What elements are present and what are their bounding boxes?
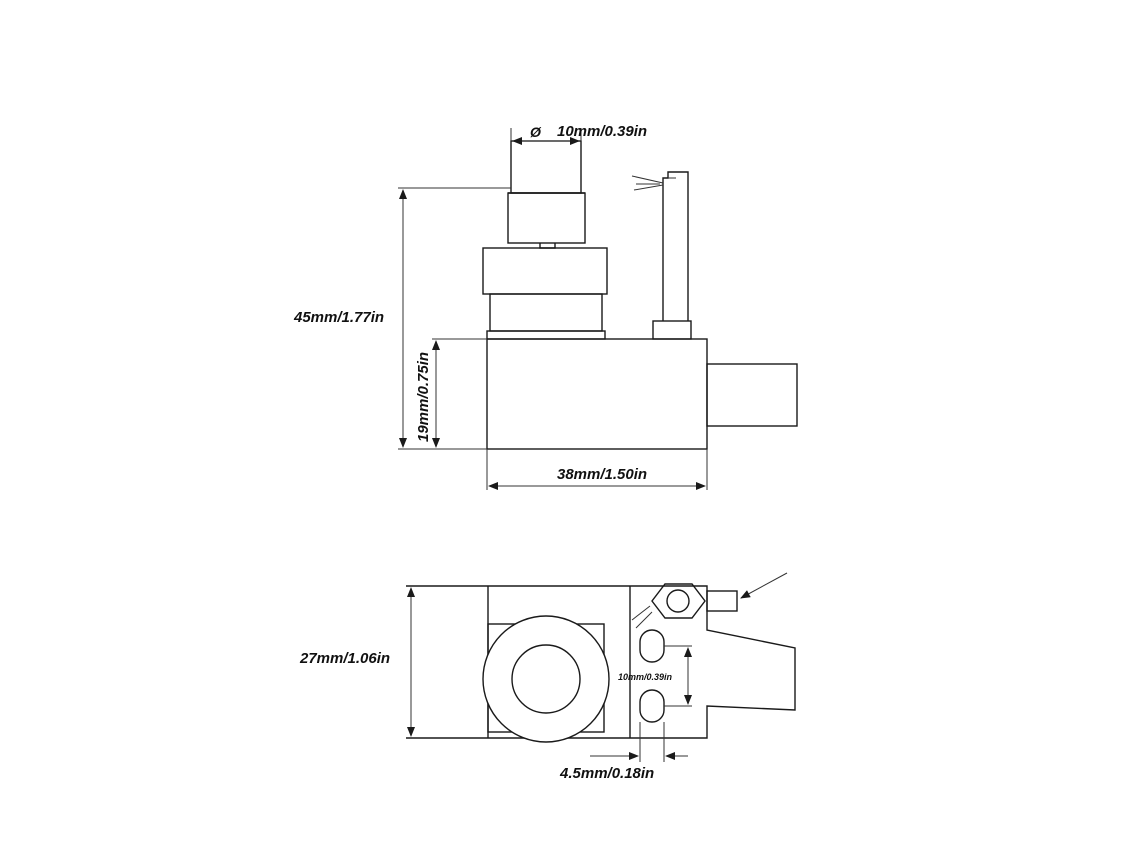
body-height-label: 19mm/0.75in (415, 352, 432, 442)
bushing-outer-circle (482, 615, 610, 743)
lever-base (652, 320, 692, 340)
terminal-slot-lower (639, 689, 665, 723)
bottom-view: 27mm/1.06in 10mm/0.39in 4.5mm/0.18in (299, 572, 796, 782)
front-view: Ø 10mm/0.39in 45mm/1.77in 19mm/0.75in 38… (293, 123, 798, 490)
bushing-inner-circle (511, 644, 581, 714)
lever-pin (706, 590, 738, 612)
depth-label: 27mm/1.06in (299, 650, 390, 667)
lever-arm (662, 171, 689, 321)
bushing-nut (482, 247, 608, 295)
bushing-base (486, 330, 606, 340)
side-extension (706, 363, 798, 427)
hex-nut (651, 583, 706, 619)
pointer-arrows-icon (631, 605, 653, 629)
slot-spacing-label: 10mm/0.39in (618, 672, 673, 682)
switch-body (486, 338, 708, 450)
terminal-slot-upper (639, 629, 665, 663)
stem-diameter-label: 10mm/0.39in (557, 123, 647, 140)
stem-shaft (507, 192, 586, 244)
total-height-label: 45mm/1.77in (293, 309, 384, 326)
stem-cap (510, 140, 582, 194)
bushing-collar (489, 293, 603, 332)
stem-diameter-symbol: Ø (530, 124, 542, 140)
motion-indicator-icon (631, 175, 664, 191)
body-width-label: 38mm/1.50in (557, 466, 647, 483)
slot-width-label: 4.5mm/0.18in (559, 765, 654, 782)
